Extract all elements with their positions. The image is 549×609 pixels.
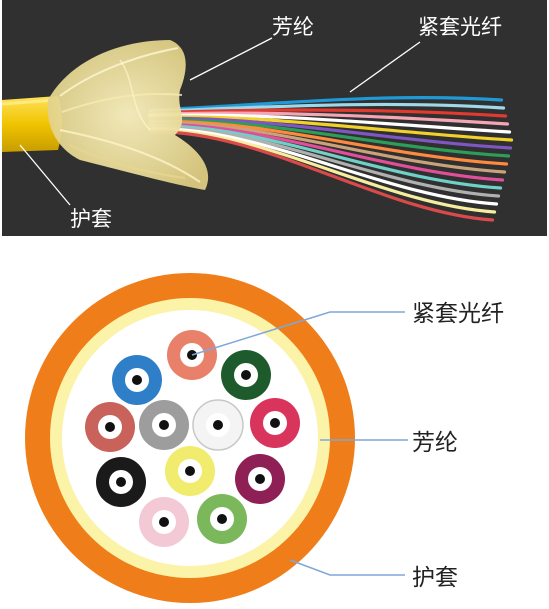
fiber-blue-icon	[112, 355, 162, 405]
label-aramid-photo: 芳纶	[272, 15, 314, 39]
fiber-strand	[148, 122, 505, 182]
fiber-brick-red-icon	[85, 402, 135, 452]
fiber-crimson-icon	[250, 398, 300, 448]
fiber-yellow-icon	[165, 446, 215, 496]
fiber-dark-green-icon	[221, 350, 271, 400]
fiber-strand	[148, 111, 510, 126]
fiber-strand	[148, 130, 495, 222]
aramid-yarn	[47, 40, 209, 190]
fiber-strand	[148, 95, 504, 112]
leader-tight-buffer	[349, 41, 421, 93]
label-jacket-diagram: 护套	[412, 565, 458, 591]
label-tight-buffer-diagram: 紧套光纤	[412, 301, 504, 327]
fiber-strand	[148, 102, 506, 114]
leader-jacket	[19, 144, 71, 206]
fiber-strand	[148, 127, 499, 206]
fiber-black-icon	[96, 457, 146, 507]
leader-tight-buffer-diagram	[191, 311, 405, 356]
fiber-strand	[148, 128, 497, 214]
fiber-strand	[148, 124, 503, 190]
fiber-white-icon	[192, 399, 244, 451]
fiber-strand	[148, 115, 514, 142]
fiber-purple-icon	[235, 454, 285, 504]
label-jacket-photo: 护套	[70, 207, 112, 231]
fiber-bundle	[148, 95, 514, 222]
tight-buffer-fibers	[85, 330, 300, 547]
fiber-pink-icon	[139, 497, 189, 547]
fiber-light-green-icon	[197, 494, 247, 544]
fiber-strand	[148, 116, 513, 150]
fiber-grey-icon	[139, 400, 189, 450]
cable-photo: 芳纶 紧套光纤 护套	[1, 0, 547, 236]
fiber-strand	[148, 125, 501, 198]
fiber-strand	[148, 113, 512, 134]
fiber-strand	[148, 121, 507, 174]
cable-jacket	[1, 96, 62, 152]
fiber-strand	[148, 118, 511, 158]
leader-jacket-diagram	[289, 559, 405, 576]
leader-aramid	[189, 37, 273, 81]
label-tight-buffer-photo: 紧套光纤	[418, 15, 502, 39]
fiber-strand	[148, 119, 509, 166]
cross-section-diagram: 紧套光纤 芳纶 护套	[25, 273, 504, 603]
label-aramid-diagram: 芳纶	[412, 430, 458, 456]
fiber-strand	[148, 108, 508, 118]
